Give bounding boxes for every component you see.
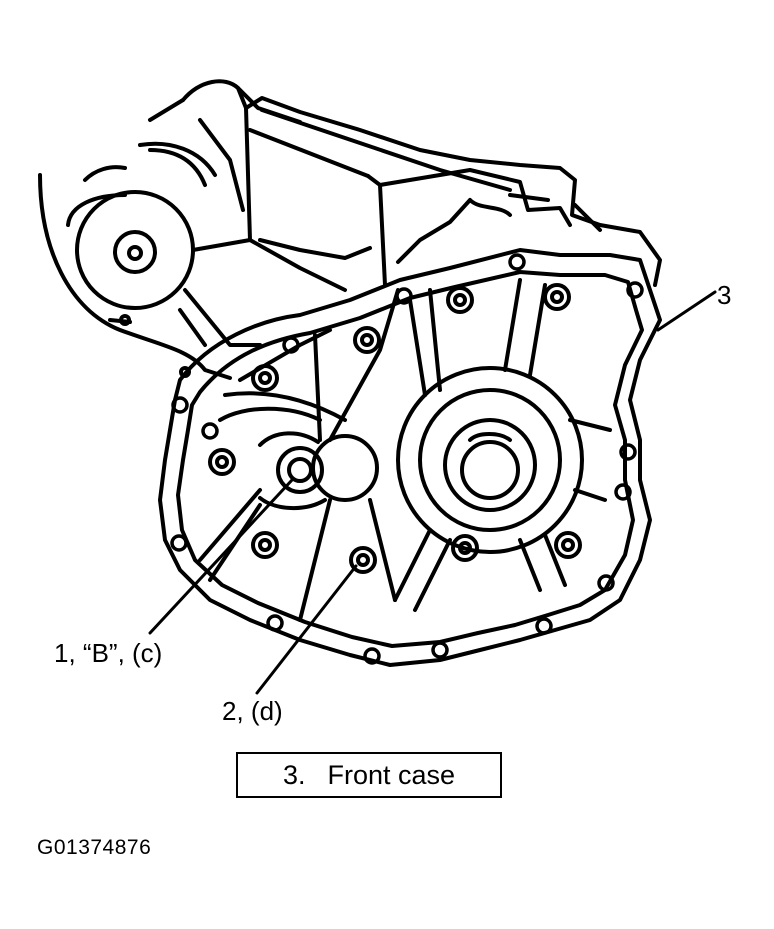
caption-box: 3. Front case — [236, 752, 502, 798]
bolt-bosses — [208, 283, 582, 574]
flange-holes — [170, 253, 644, 665]
upper-housing — [148, 79, 662, 292]
callout-part-1: 1, “B”, (c) — [54, 638, 163, 668]
case-ribs — [393, 278, 612, 612]
callout-part-2: 2, (d) — [222, 696, 283, 726]
figure-id: G01374876 — [37, 836, 152, 859]
caption-text: Front case — [327, 759, 456, 790]
callout-part-3: 3 — [717, 280, 732, 310]
leader-lines — [148, 290, 717, 695]
caption-number: 3. — [282, 759, 306, 790]
main-bearing-boss — [396, 366, 584, 554]
side-bracket — [38, 141, 262, 380]
case-flange — [158, 248, 662, 667]
